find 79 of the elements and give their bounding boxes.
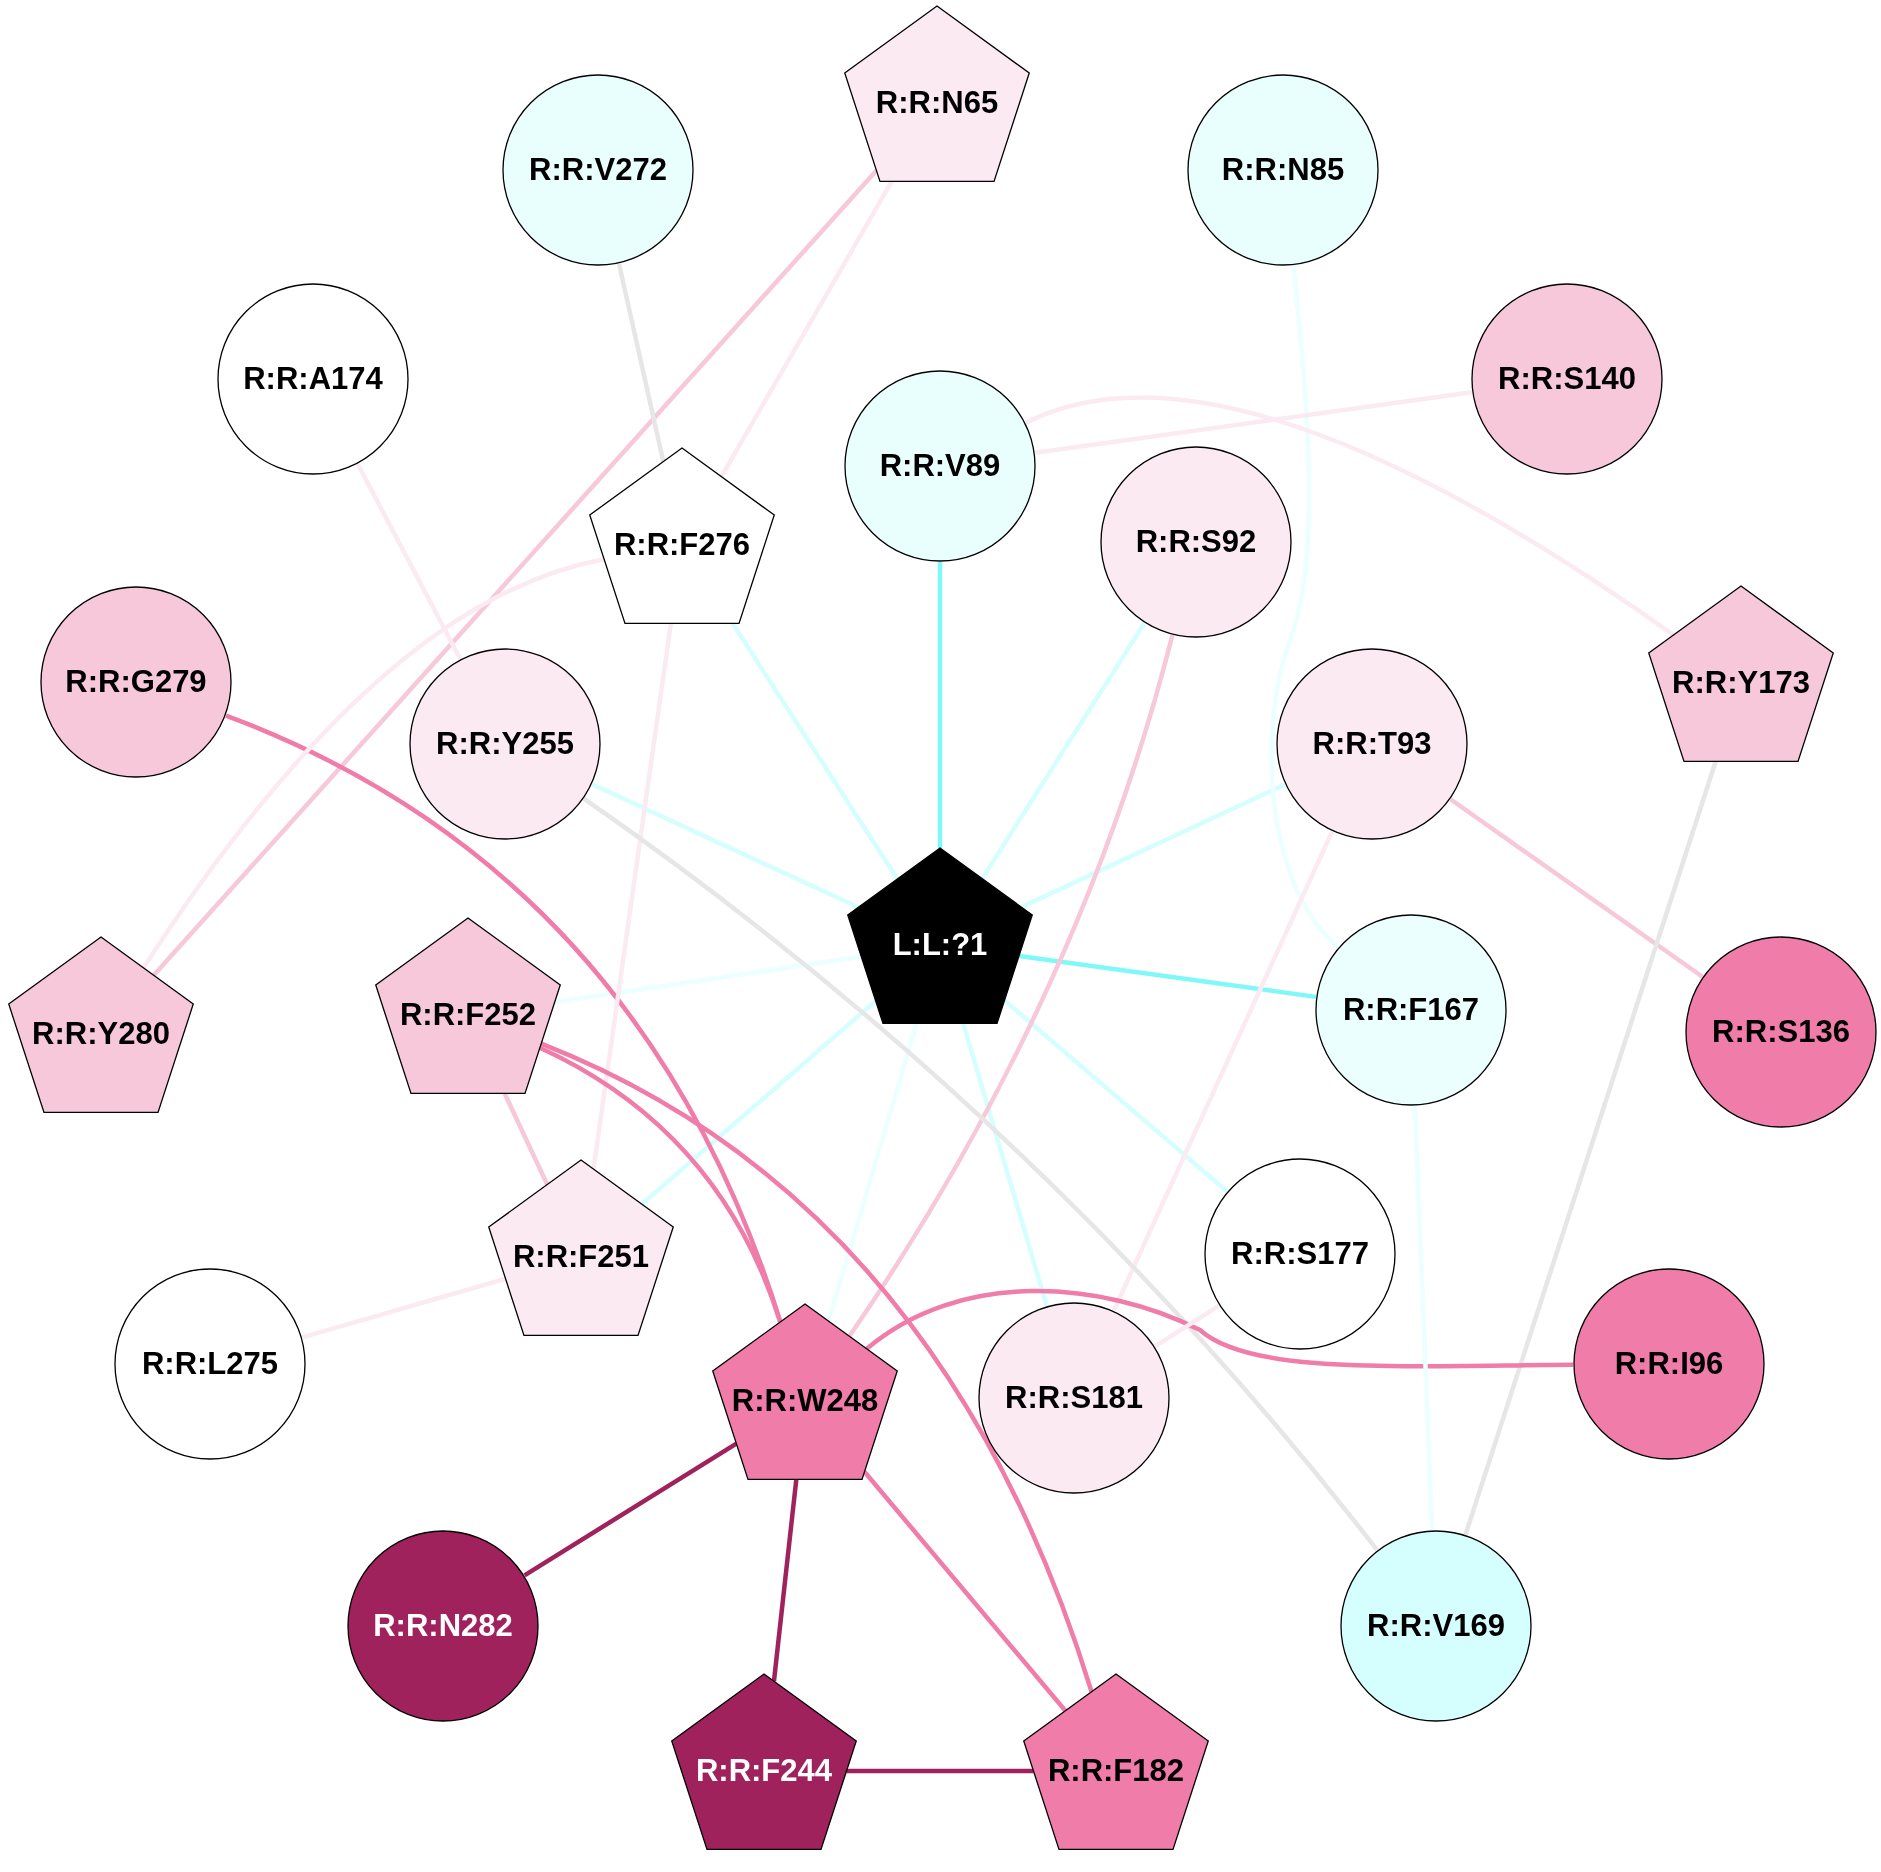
- circle-node: [1100, 446, 1292, 638]
- node-label: R:R:F182: [1047, 1753, 1185, 1789]
- circle-node: [40, 586, 232, 778]
- connector-line: [1412, 1105, 1435, 1531]
- circle-node: [844, 370, 1036, 562]
- connector-line: [1003, 998, 1229, 1194]
- connector-line: [355, 462, 463, 661]
- connector-line: [865, 1288, 1574, 1369]
- node-label: R:R:N85: [1221, 152, 1345, 188]
- connector-line: [591, 782, 860, 910]
- connector-line: [1463, 760, 1718, 1536]
- circle-node: [1187, 74, 1379, 266]
- node-label: R:R:W248: [731, 1383, 879, 1419]
- connector-line: [301, 1276, 507, 1340]
- node-label: R:R:V169: [1367, 1608, 1505, 1644]
- connector-line: [1018, 953, 1317, 1000]
- node-label: R:R:T93: [1312, 726, 1432, 762]
- circle-node: [1315, 914, 1507, 1106]
- node-label: R:R:S177: [1231, 1236, 1369, 1272]
- connector-line: [1034, 389, 1473, 456]
- connector-line: [591, 623, 674, 1170]
- node-label: R:R:G279: [65, 664, 207, 700]
- connector-line: [502, 1092, 550, 1186]
- connector-line: [616, 263, 666, 463]
- connector-line: [862, 1470, 1068, 1713]
- connector-line: [980, 621, 1147, 880]
- node-label: R:R:Y173: [1672, 665, 1810, 701]
- connector-line: [1024, 395, 1675, 637]
- node-label: R:R:N65: [875, 85, 999, 121]
- connector-line: [937, 562, 943, 848]
- node-label: R:R:Y255: [436, 726, 574, 762]
- connector-line: [523, 1441, 738, 1578]
- circle-node: [114, 1268, 306, 1460]
- connector-line: [847, 634, 1175, 1338]
- connector-line: [1269, 265, 1340, 949]
- circle-node: [1685, 936, 1877, 1128]
- circle-node: [978, 1302, 1170, 1494]
- circle-node: [1340, 1530, 1532, 1722]
- node-label: R:R:F167: [1342, 992, 1480, 1028]
- node-label: R:R:V272: [529, 152, 667, 188]
- node-label: R:R:V89: [879, 448, 1001, 484]
- connector-line: [538, 1045, 783, 1323]
- node-label: L:L:?1: [892, 927, 988, 963]
- connector-line: [771, 1479, 799, 1682]
- node-label: R:R:S181: [1005, 1380, 1143, 1416]
- connector-line: [730, 622, 900, 881]
- circle-node: [409, 648, 601, 840]
- node-label: R:R:F276: [613, 527, 751, 563]
- connector-line: [152, 168, 879, 977]
- node-label: R:R:S140: [1498, 361, 1636, 397]
- circle-node: [217, 283, 409, 475]
- circle-node: [1471, 283, 1663, 475]
- circle-node: [502, 74, 694, 266]
- connector-line: [1153, 1303, 1221, 1349]
- connector-line: [1449, 797, 1704, 979]
- connector-line: [582, 796, 1379, 1552]
- node-label: R:R:A174: [243, 361, 383, 397]
- connector-line: [961, 1022, 1049, 1307]
- connector-line: [1020, 782, 1286, 910]
- circle-node: [347, 1530, 539, 1722]
- node-label: R:R:F251: [512, 1239, 650, 1275]
- node-label: R:R:L275: [141, 1346, 279, 1382]
- circle-node: [1573, 1268, 1765, 1460]
- connector-line: [846, 1768, 1034, 1774]
- node-label: R:R:F244: [695, 1753, 833, 1789]
- node-label: R:R:I96: [1614, 1346, 1724, 1382]
- node-label: R:R:F252: [399, 997, 537, 1033]
- connector-line: [554, 954, 862, 1005]
- node-label: R:R:Y280: [32, 1016, 170, 1052]
- connector-line: [141, 557, 605, 970]
- connector-line: [826, 1022, 919, 1322]
- connector-line: [719, 180, 894, 478]
- node-label: R:R:S136: [1712, 1014, 1850, 1050]
- connector-line: [1111, 830, 1335, 1312]
- circle-node: [1276, 648, 1468, 840]
- connector-line: [540, 1041, 1094, 1693]
- node-label: R:R:N282: [373, 1608, 513, 1644]
- node-label: R:R:S92: [1135, 524, 1257, 560]
- circle-node: [1204, 1158, 1396, 1350]
